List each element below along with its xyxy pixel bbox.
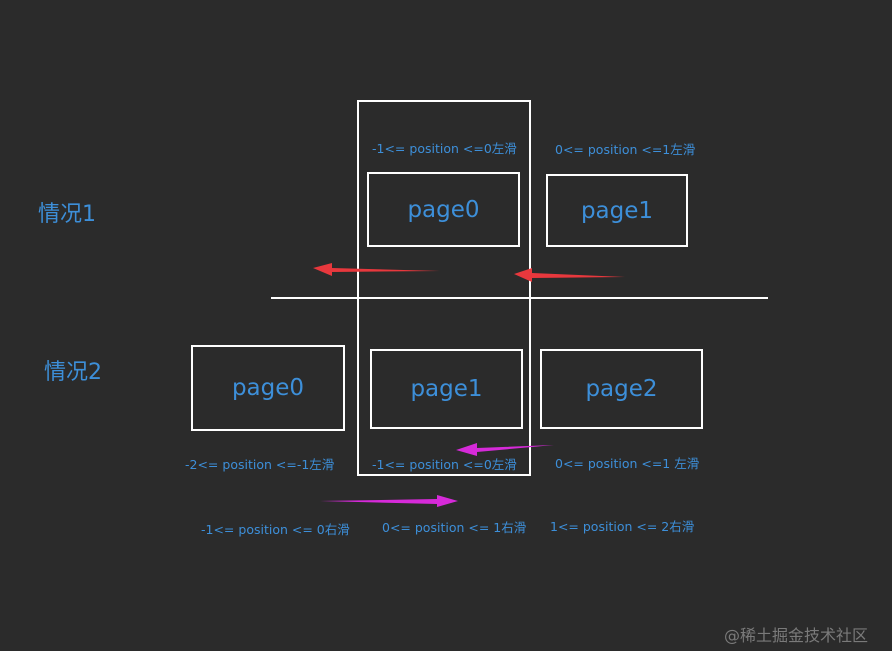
case1-note-page0: -1<= position <=0左滑	[372, 141, 517, 156]
case1-swipe-left-arrow-2	[514, 268, 625, 282]
case2-page1-label: page1	[410, 376, 483, 402]
case1-page1-label: page1	[580, 197, 654, 224]
case2-page0-label: page0	[231, 375, 305, 401]
watermark: @稀土掘金技术社区	[724, 626, 869, 645]
case1-page0-label: page0	[407, 196, 480, 223]
case2-swipe-right-arrow	[320, 495, 458, 507]
case2-page2-label: page2	[585, 376, 658, 402]
case2-page0-box: page0	[191, 345, 345, 431]
case2-label: 情况2	[44, 360, 102, 385]
case2-note-right-page0: -1<= position <= 0右滑	[201, 522, 350, 537]
case1-page0-box: page0	[367, 172, 520, 247]
case2-note-left-page1: -1<= position <=0左滑	[372, 457, 517, 472]
case2-page2-box: page2	[540, 349, 703, 429]
case1-swipe-left-arrow-1	[313, 263, 440, 276]
case1-page1-box: page1	[546, 174, 688, 247]
viewport-frame	[357, 100, 531, 476]
case2-note-left-page0: -2<= position <=-1左滑	[185, 457, 335, 472]
case2-note-left-page2: 0<= position <=1 左滑	[555, 456, 700, 471]
case2-page1-box: page1	[370, 349, 523, 429]
case1-label: 情况1	[38, 202, 96, 227]
case1-note-page1: 0<= position <=1左滑	[555, 142, 696, 157]
case2-note-right-page2: 1<= position <= 2右滑	[550, 519, 695, 534]
case-divider	[271, 297, 768, 299]
case2-note-right-page1: 0<= position <= 1右滑	[382, 520, 527, 535]
case2-swipe-left-arrow	[456, 443, 554, 456]
